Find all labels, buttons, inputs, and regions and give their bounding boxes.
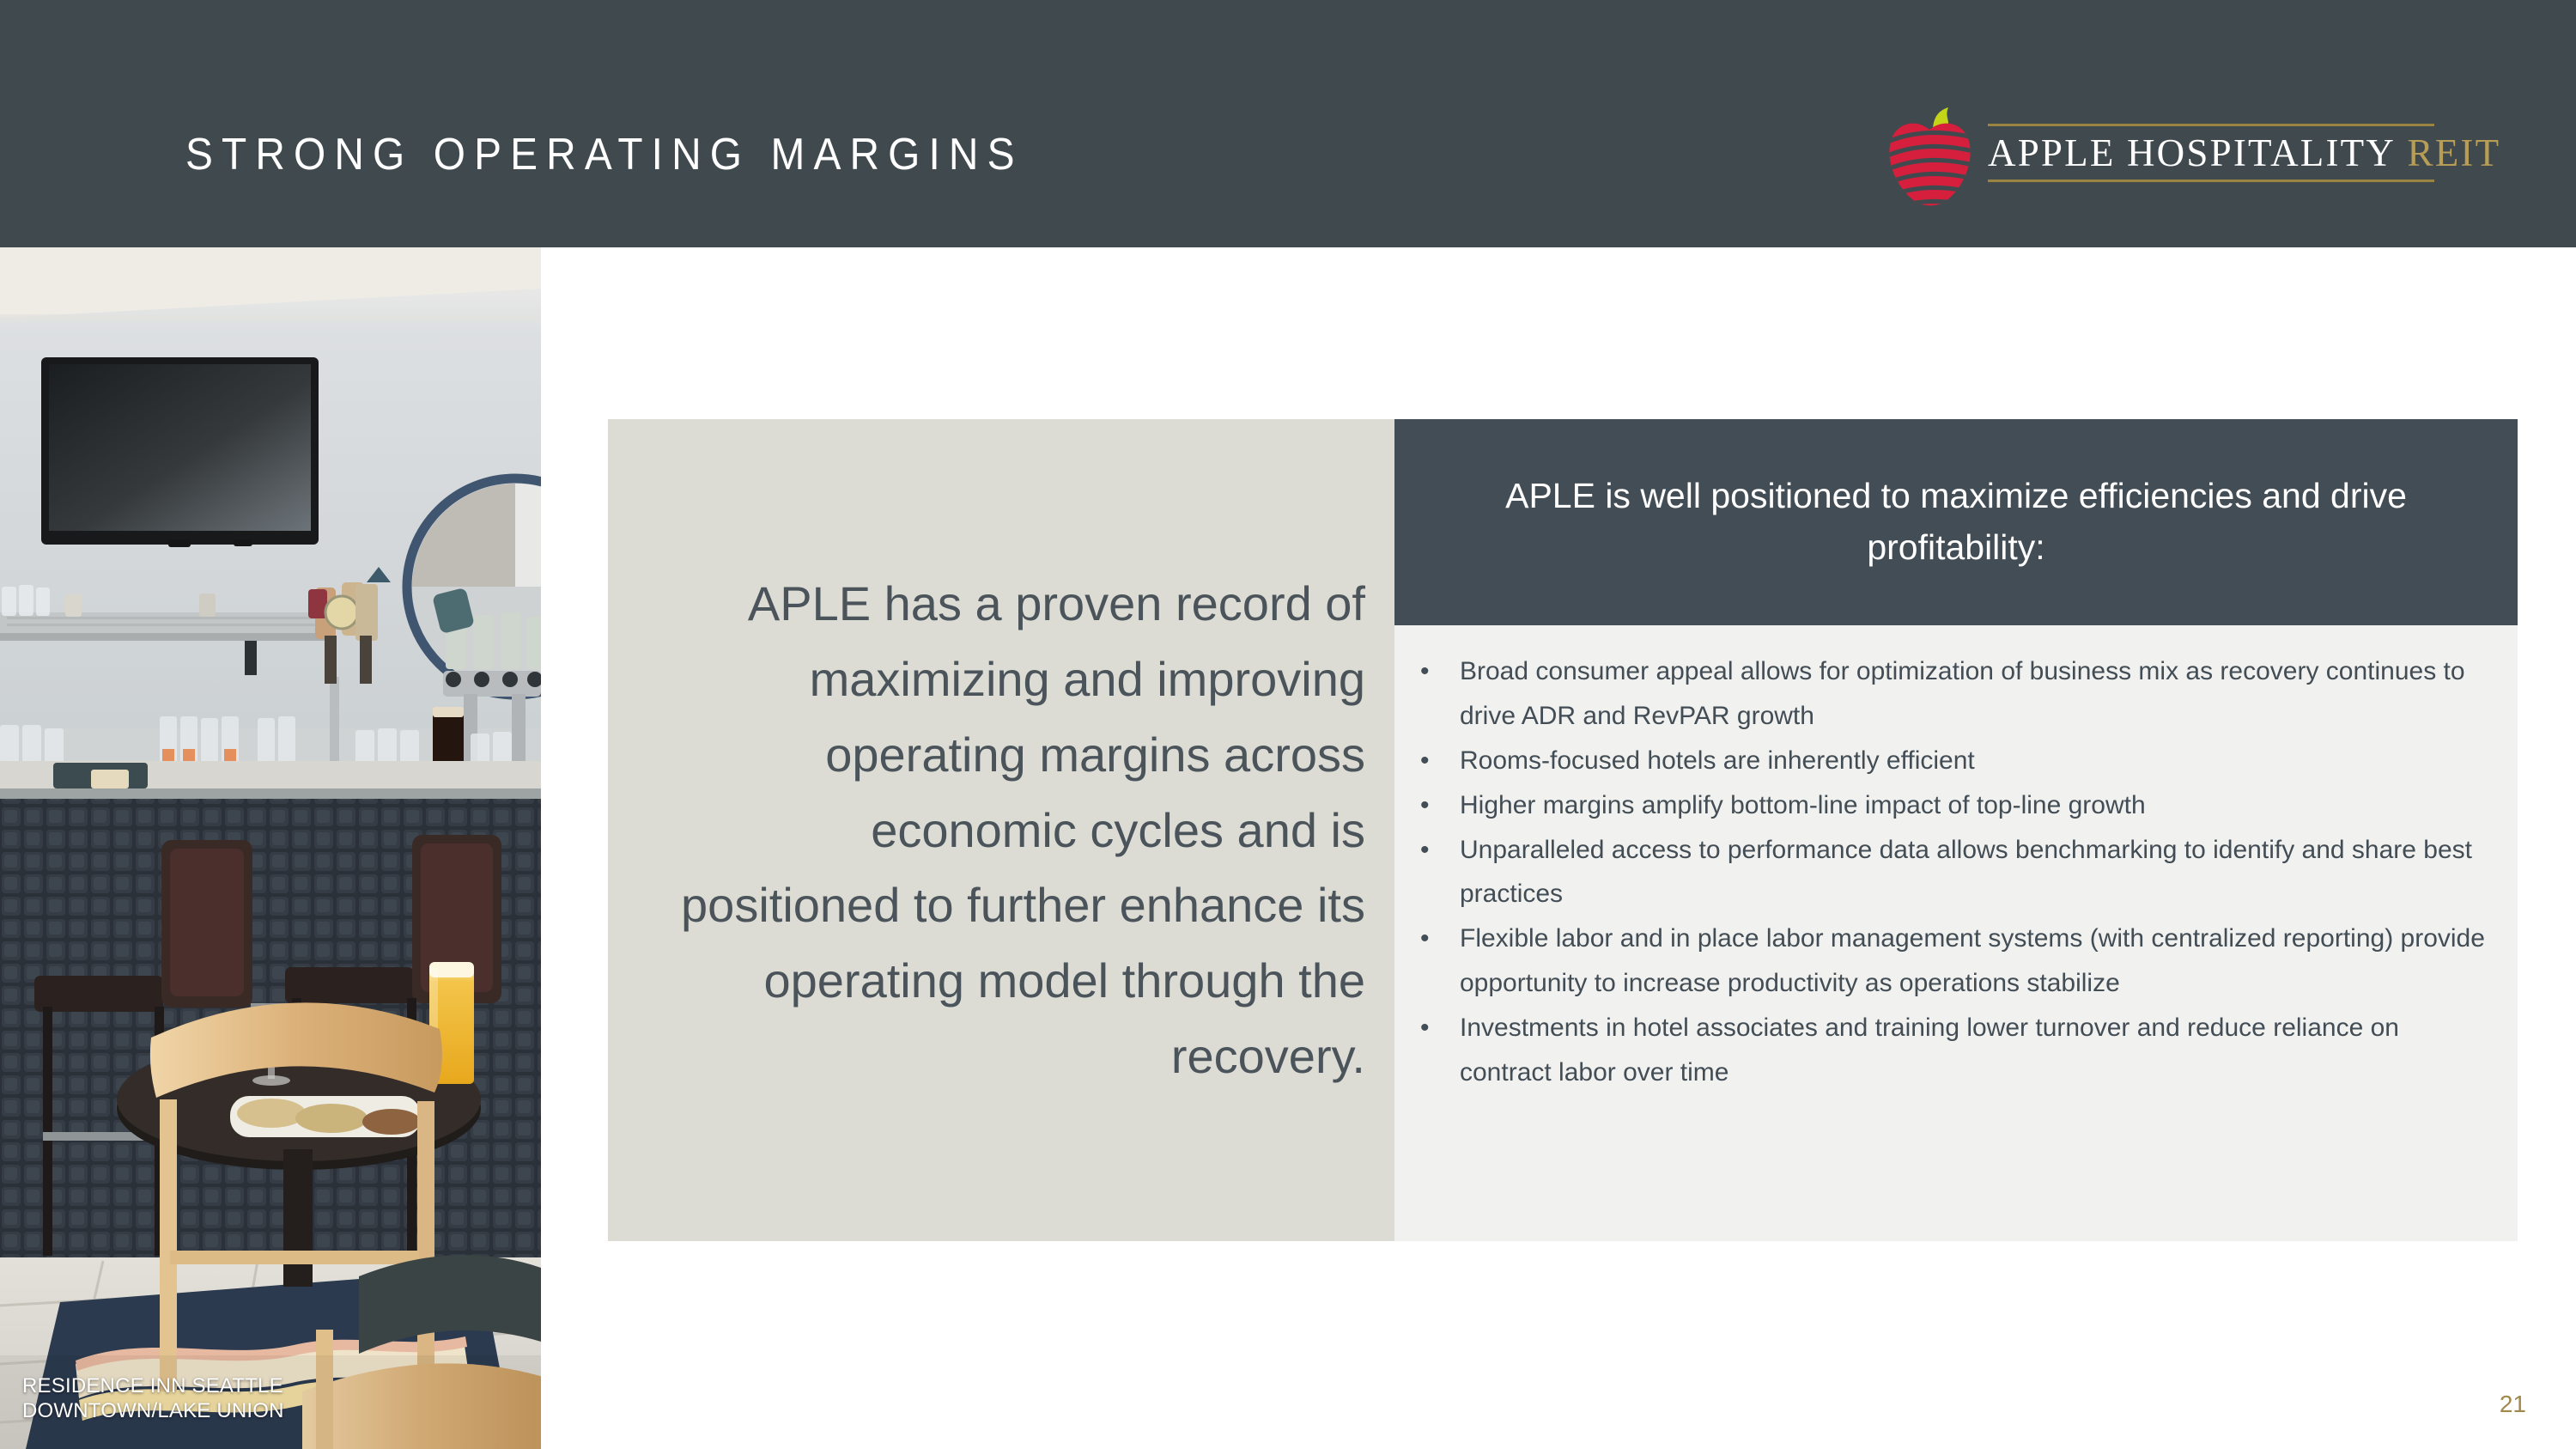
list-item: • Rooms-focused hotels are inherently ef… — [1420, 739, 2492, 783]
logo-brand-secondary: REIT — [2407, 131, 2501, 174]
callout-body-panel: • Broad consumer appeal allows for optim… — [1394, 625, 2518, 1241]
list-item: • Higher margins amplify bottom-line imp… — [1420, 783, 2492, 828]
list-item: • Broad consumer appeal allows for optim… — [1420, 649, 2492, 739]
statement-text: APLE has a proven record of maximizing a… — [681, 575, 1365, 1084]
photo-caption-line-1: RESIDENCE INN SEATTLE — [22, 1374, 283, 1398]
list-item: • Investments in hotel associates and tr… — [1420, 1006, 2492, 1095]
photo-caption-line-2: DOWNTOWN/LAKE UNION — [22, 1398, 284, 1422]
bullet-point-icon: • — [1420, 790, 1430, 819]
apple-logo-icon — [1885, 107, 1975, 209]
callout-heading-text: APLE is well positioned to maximize effi… — [1505, 476, 2407, 567]
logo-rule-bottom — [1988, 180, 2434, 182]
list-item-text: Rooms-focused hotels are inherently effi… — [1460, 746, 1975, 775]
callout-heading-panel: APLE is well positioned to maximize effi… — [1394, 419, 2518, 625]
list-item-text: Unparalleled access to performance data … — [1460, 835, 2472, 909]
statement-panel: APLE has a proven record of maximizing a… — [608, 419, 1394, 1241]
list-item: • Unparalleled access to performance dat… — [1420, 828, 2492, 917]
callout-column: APLE is well positioned to maximize effi… — [1394, 419, 2518, 1241]
bullet-point-icon: • — [1420, 1014, 1430, 1043]
list-item-text: Investments in hotel associates and trai… — [1460, 1014, 2399, 1087]
photo-caption: RESIDENCE INN SEATTLE DOWNTOWN/LAKE UNIO… — [22, 1374, 383, 1423]
logo-brand-primary: APPLE HOSPITALITY — [1988, 131, 2397, 174]
list-item-text: Broad consumer appeal allows for optimiz… — [1460, 657, 2465, 730]
list-item-text: Flexible labor and in place labor manage… — [1460, 924, 2485, 998]
apple-hospitality-reit-logo: APPLE HOSPITALITY REIT — [1885, 101, 2499, 213]
logo-wordmark: APPLE HOSPITALITY REIT — [1988, 124, 2499, 182]
bullet-point-icon: • — [1420, 924, 1430, 953]
logo-words: APPLE HOSPITALITY REIT — [1988, 126, 2499, 180]
page-number: 21 — [2499, 1391, 2526, 1417]
bullet-point-icon: • — [1420, 835, 1430, 864]
list-item-text: Higher margins amplify bottom-line impac… — [1460, 790, 2146, 819]
bullet-point-icon: • — [1420, 657, 1430, 685]
bullet-list: • Broad consumer appeal allows for optim… — [1420, 649, 2492, 1095]
list-item: • Flexible labor and in place labor mana… — [1420, 916, 2492, 1006]
hotel-bar-photo: RESIDENCE INN SEATTLE DOWNTOWN/LAKE UNIO… — [0, 247, 541, 1449]
bullet-point-icon: • — [1420, 746, 1430, 775]
page-title: STRONG OPERATING MARGINS — [185, 130, 1024, 180]
slide-header-band: STRONG OPERATING MARGINS — [0, 0, 2576, 247]
logo-rule-top — [1988, 124, 2434, 126]
